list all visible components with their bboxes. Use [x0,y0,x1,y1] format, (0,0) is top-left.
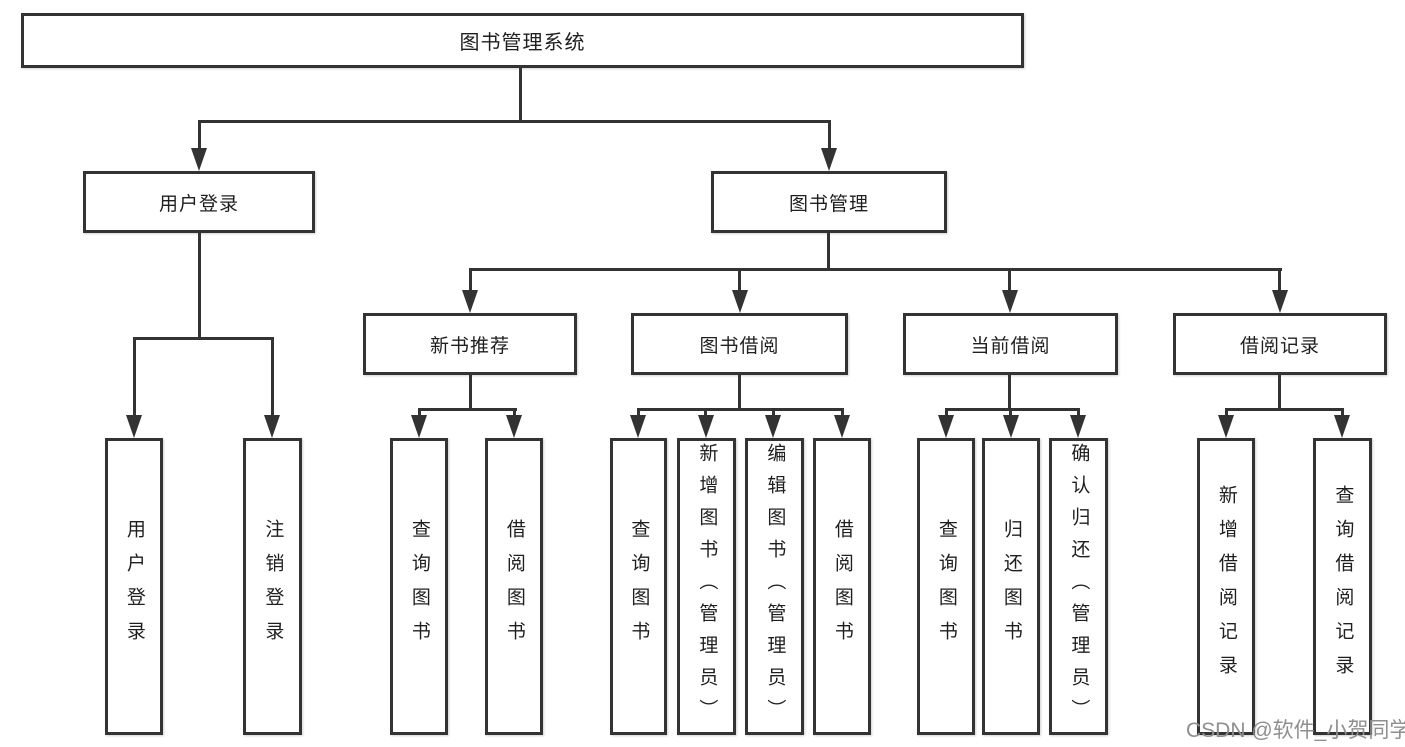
connector-user-login-drop-left [133,337,136,417]
connector-new-books-drop2 [513,408,516,420]
leaf-query-books-3-label: 查询图书 [935,518,957,655]
connector-book-borrow-stem [738,375,741,408]
connector-new-books-rail [418,408,517,411]
arrow-to-borrow-books-2 [834,415,850,438]
connector-book-borrow-drop4 [841,408,844,420]
connector-new-books-drop1 [418,408,421,420]
leaf-user-login: 用户登录 [105,438,163,735]
arrow-to-query-books-1 [411,415,427,438]
connector-book-borrow-rail [637,408,844,411]
connector-user-login-stem [198,233,201,337]
leaf-add-book-admin: 新增图书（管理员） [677,438,736,735]
connector-drop-book-borrow [738,268,741,293]
leaf-borrow-books-1: 借阅图书 [485,438,543,735]
node-book-borrowing-label: 图书借阅 [699,335,780,357]
arrow-to-current-borrowing [1002,290,1018,313]
leaf-query-books-2-label: 查询图书 [628,518,650,655]
leaf-query-borrow-record-label: 查询借阅记录 [1332,484,1354,689]
arrow-to-query-books-3 [938,415,954,438]
arrow-to-leaf-logout [264,415,280,438]
leaf-return-books-label: 归还图书 [1000,518,1022,655]
leaf-edit-book-admin: 编辑图书（管理员） [745,438,804,735]
connector-borrow-records-drop1 [1225,408,1228,420]
connector-root-drop-right [828,120,831,150]
arrow-to-add-borrow-record [1218,415,1234,438]
connector-current-borrow-drop1 [945,408,948,420]
node-book-management: 图书管理 [711,171,947,233]
arrow-to-return-books [1003,415,1019,438]
connector-user-login-drop-right [271,337,274,417]
node-new-book-recommend-label: 新书推荐 [429,335,510,357]
leaf-logout-label: 注销登录 [262,518,284,655]
leaf-add-borrow-record-label: 新增借阅记录 [1215,484,1237,689]
leaf-edit-book-admin-label: 编辑图书（管理员） [764,442,786,731]
leaf-add-book-admin-label: 新增图书（管理员） [696,442,718,731]
connector-root-rail [198,120,831,123]
node-borrow-records: 借阅记录 [1173,313,1387,375]
node-book-borrowing: 图书借阅 [631,313,848,375]
connector-borrow-records-stem [1278,375,1281,408]
arrow-to-query-borrow-record [1334,415,1350,438]
arrow-to-query-books-2 [630,415,646,438]
leaf-query-books-1-label: 查询图书 [408,518,430,655]
connector-borrow-records-rail [1225,408,1344,411]
arrow-to-leaf-user-login [126,415,142,438]
node-current-borrowing: 当前借阅 [903,313,1118,375]
leaf-query-borrow-record: 查询借阅记录 [1313,438,1372,735]
node-library-system: 图书管理系统 [21,13,1024,68]
connector-book-mgmt-rail [469,268,1282,271]
leaf-user-login-label: 用户登录 [123,518,145,655]
leaf-borrow-books-2-label: 借阅图书 [831,518,853,655]
node-user-login-label: 用户登录 [158,193,239,215]
connector-book-borrow-drop3 [772,408,775,420]
connector-current-borrow-drop2 [1009,408,1012,420]
arrow-to-confirm-return [1070,415,1086,438]
node-book-management-label: 图书管理 [788,193,869,215]
node-current-borrowing-label: 当前借阅 [970,335,1051,357]
connector-current-borrow-stem [1008,375,1011,408]
leaf-borrow-books-2: 借阅图书 [813,438,871,735]
arrow-to-book-management [821,148,837,171]
connector-book-mgmt-stem [827,233,830,268]
arrow-to-new-book-recommend [462,290,478,313]
arrow-to-borrow-books-1 [506,415,522,438]
connector-drop-new-books [469,268,472,293]
node-user-login: 用户登录 [83,171,315,233]
leaf-logout: 注销登录 [243,438,302,735]
arrow-to-user-login [191,148,207,171]
leaf-query-books-2: 查询图书 [610,438,667,735]
connector-drop-current-borrow [1008,268,1011,293]
connector-root-drop-left [198,120,201,150]
node-library-system-label: 图书管理系统 [459,32,586,54]
connector-book-borrow-drop2 [704,408,707,420]
arrow-to-edit-book [765,415,781,438]
connector-current-borrow-rail [945,408,1080,411]
leaf-confirm-return-admin-label: 确认归还（管理员） [1068,442,1090,731]
connector-new-books-stem [469,375,472,408]
arrow-to-book-borrowing [732,290,748,313]
connector-drop-borrow-records [1278,268,1281,293]
csdn-watermark: CSDN @软件_小贺同学 [1186,719,1405,742]
node-borrow-records-label: 借阅记录 [1239,335,1320,357]
leaf-query-books-3: 查询图书 [917,438,975,735]
leaf-borrow-books-1-label: 借阅图书 [503,518,525,655]
connector-borrow-records-drop2 [1341,408,1344,420]
leaf-query-books-1: 查询图书 [390,438,448,735]
leaf-confirm-return-admin: 确认归还（管理员） [1049,438,1108,735]
connector-root-stem [519,68,522,120]
leaf-add-borrow-record: 新增借阅记录 [1197,438,1255,735]
node-new-book-recommend: 新书推荐 [363,313,577,375]
connector-current-borrow-drop3 [1077,408,1080,420]
arrow-to-borrow-records [1272,290,1288,313]
connector-book-borrow-drop1 [637,408,640,420]
leaf-return-books: 归还图书 [982,438,1040,735]
arrow-to-add-book [698,415,714,438]
connector-user-login-rail [133,337,274,340]
